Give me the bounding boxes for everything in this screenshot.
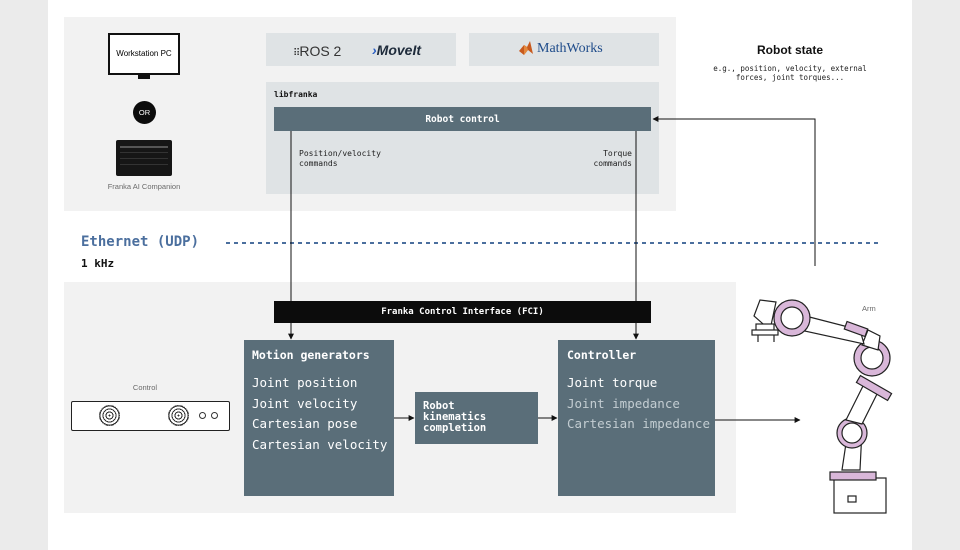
mathworks-logo-text: MathWorks	[537, 41, 603, 56]
ros-moveit-logo-box	[266, 33, 456, 66]
port-icon	[211, 412, 218, 419]
workstation-label: Workstation PC	[116, 49, 172, 58]
torque-commands-label: Torque commands	[593, 149, 632, 168]
motion-generator-item: Joint position	[252, 375, 358, 390]
fan-icon	[168, 405, 189, 426]
mathworks-logo-box	[469, 33, 659, 66]
controller-item: Joint impedance	[567, 395, 680, 411]
ethernet-label: Ethernet (UDP)	[81, 234, 200, 250]
controller-title: Controller	[567, 348, 637, 362]
ros2-logo-text: ROS 2	[299, 43, 342, 59]
or-badge: OR	[133, 101, 156, 124]
controller-item: Joint torque	[567, 375, 658, 390]
ros-dots-icon: ⠿	[293, 48, 300, 59]
position-velocity-commands-label: Position/velocity commands	[299, 149, 381, 168]
libfranka-panel	[266, 82, 659, 194]
companion-label: Franka AI Companion	[107, 181, 181, 191]
motion-generators-block: Motion generators Joint position Joint v…	[244, 340, 394, 496]
companion-device-icon	[116, 140, 172, 176]
arm-label: Arm	[862, 304, 876, 313]
robot-state-description: e.g., position, velocity, external force…	[713, 64, 867, 82]
libfranka-title: libfranka	[274, 90, 318, 99]
robot-control-block: Robot control	[274, 107, 651, 131]
monitor-icon: Workstation PC	[108, 33, 180, 75]
robot-state-title: Robot state	[757, 43, 823, 57]
kinematics-block: Robot kinematics completion	[415, 392, 538, 444]
moveit-logo: ›MoveIt	[372, 42, 421, 58]
port-icon	[199, 412, 206, 419]
motion-generator-item: Cartesian velocity	[252, 436, 388, 452]
motion-generators-title: Motion generators	[252, 348, 370, 362]
fan-icon	[99, 405, 120, 426]
fci-bar: Franka Control Interface (FCI)	[274, 301, 651, 323]
ros2-logo: ⠿ROS 2	[293, 43, 341, 59]
rate-label: 1 kHz	[81, 257, 115, 270]
mathworks-membrane-icon	[518, 41, 534, 61]
controller-block: Controller Joint torque Joint impedance …	[558, 340, 715, 496]
controller-item: Cartesian impedance	[567, 416, 710, 431]
moveit-logo-text: MoveIt	[376, 42, 422, 58]
monitor-stand-icon	[138, 75, 150, 79]
kinematics-label: Robot kinematics completion	[423, 400, 487, 434]
control-label: Control	[132, 382, 158, 392]
motion-generator-item: Cartesian pose	[252, 416, 358, 431]
control-unit-icon	[71, 401, 230, 431]
moveit-chevron-icon: ›	[372, 42, 377, 58]
motion-generator-item: Joint velocity	[252, 395, 358, 411]
